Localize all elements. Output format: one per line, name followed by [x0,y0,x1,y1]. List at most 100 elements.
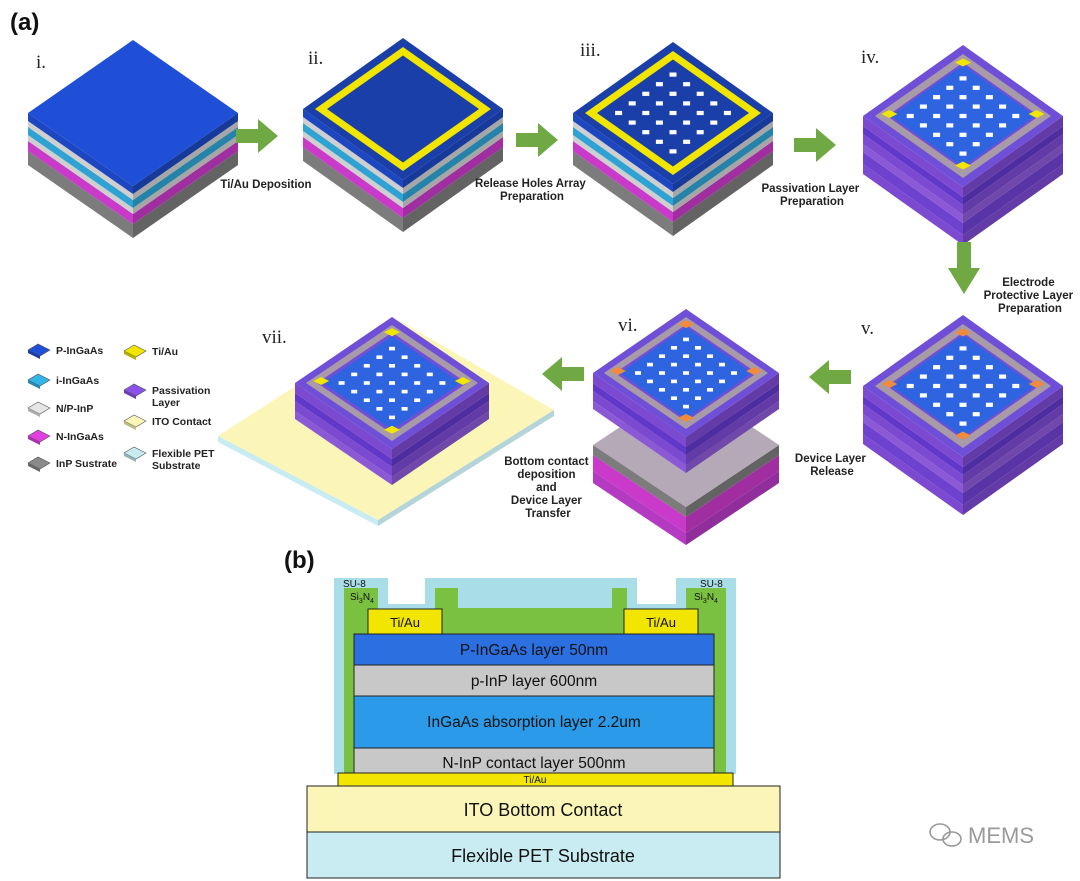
electrode-pad [313,377,330,385]
release-hole [683,354,689,358]
caption-line: Preparation [780,196,844,208]
release-hole [659,388,665,392]
legend-item: N-InGaAs [27,429,104,445]
release-hole [946,142,954,147]
passivation-frame [875,54,1051,178]
legend-item: InP Sustrate [27,456,117,472]
block-layer-left-face [573,151,673,236]
block-layer-right-face [403,131,503,208]
electrode-pad [1028,380,1045,388]
ito-label: ITO Bottom Contact [464,800,623,820]
passivation-frame [604,317,768,429]
step-number-ii: ii. [308,48,323,69]
release-hole [376,372,383,377]
release-holes-grid [906,76,1020,156]
release-hole [946,374,954,379]
release-hole [338,381,345,385]
release-hole [710,101,718,106]
release-hole [351,372,358,377]
block-step-iv [863,45,1063,245]
release-hole [959,95,967,100]
caption-line: Preparation [998,303,1062,315]
block-layer-right-face [403,109,503,188]
legend-item: ITO Contact [123,414,212,430]
block-layer-left-face [863,434,963,515]
block-layer-left-face [863,126,963,205]
release-hole [959,113,967,119]
block-layer-right-face [403,147,503,232]
label-p-ingaas: P-InGaAs layer 50nm [460,642,608,659]
release-hole [695,362,701,367]
release-hole [972,393,980,398]
block-layer-right-face [133,135,238,214]
release-hole [731,371,737,375]
block-layer-left-face [863,134,963,215]
legend-label: N/P-InP [56,403,93,415]
block-layer-left-face [573,141,673,222]
si3n4-sub-4: 4 [714,598,718,605]
release-hole [669,72,677,77]
block-layer-left-face [303,147,403,232]
release-hole [972,374,980,379]
release-hole [628,120,636,125]
release-hole [401,355,408,359]
release-hole [389,381,395,385]
block-step-i [28,40,238,238]
si3n4-sub-3: 3 [703,598,707,605]
release-hole [659,371,665,375]
tiau-left-label: Ti/Au [390,615,420,630]
legend-swatch-edge [28,436,40,445]
release-hole [696,130,704,135]
process-blocks [28,38,1063,545]
release-hole [999,374,1007,379]
release-hole [655,139,663,144]
release-hole [655,82,663,87]
legend-swatch-edge [28,463,40,472]
release-hole [946,104,954,109]
layer-n-inp [353,747,715,774]
release-hole [671,346,677,350]
release-hole [710,120,718,125]
block-layer-right-face [686,455,779,533]
su8-right-label: SU-8 [700,579,723,590]
si3n4-sub-4: 4 [370,598,374,605]
step-number-i: i. [36,52,46,73]
release-hole [1012,113,1020,119]
release-hole [959,132,967,137]
release-hole [985,402,993,407]
release-hole [972,85,980,90]
block-layer-left-face [303,131,403,208]
wechat-icon [929,823,962,847]
electrode-pad [955,161,971,170]
block-layer-left-face [573,135,673,212]
legend-label: InP Sustrate [56,458,117,470]
electrode-pads [609,320,763,422]
release-hole [683,337,689,342]
block-layer-right-face [963,396,1063,475]
block-layer-right-face [673,151,773,236]
electrode-pad [609,367,626,375]
block-layer-left-face [295,411,392,485]
process-arrows [236,119,980,394]
block-layer-left-face [593,445,686,517]
release-hole [985,383,993,389]
arrow-step-1 [236,119,278,153]
block-step-vii [218,317,554,526]
release-hole [683,120,691,125]
step-number-iv: iv. [861,47,879,68]
release-hole [439,381,446,385]
electrode-pad [746,367,763,375]
tiau-frame [315,47,491,171]
legend-swatch-edge [124,390,136,399]
electrode-pads [881,58,1045,170]
si3n4-n: N [363,592,370,603]
release-hole [906,113,914,119]
block-layer-right-face [963,144,1063,223]
release-hole [671,379,677,384]
block-layer-left-face [863,422,963,505]
block-layer-left-face [863,414,963,493]
release-hole [707,371,713,375]
legend-label: Substrate [152,460,201,472]
block-layer-left-face [303,117,403,194]
